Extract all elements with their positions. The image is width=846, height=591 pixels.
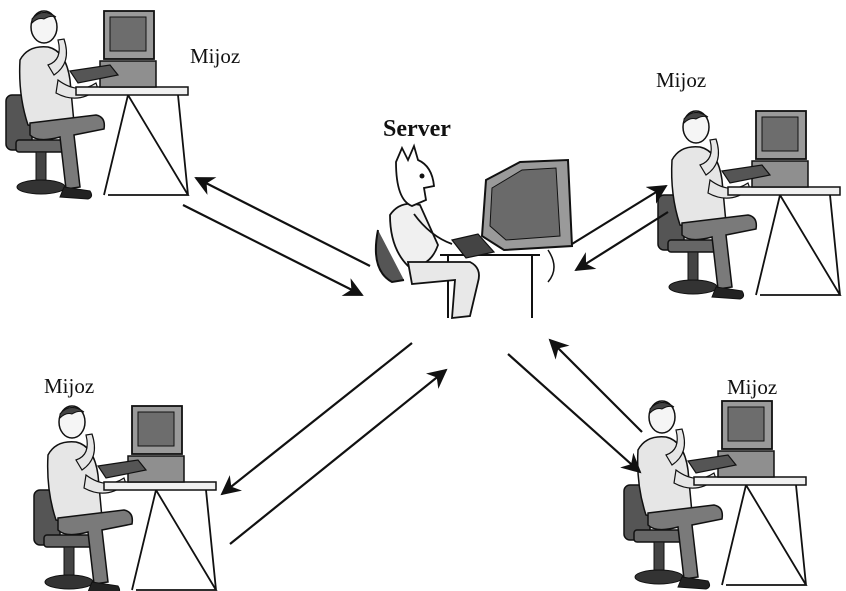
link-top-left <box>182 177 371 296</box>
client-label-top-right: Mijoz <box>656 68 707 92</box>
link-bottom-left <box>220 342 448 545</box>
arrow-to-client-bottom-left <box>220 342 413 496</box>
client-label-bottom-right: Mijoz <box>727 375 778 399</box>
arrow-to-client-bottom-right <box>507 353 642 474</box>
client-workstation-bottom-left <box>33 405 217 591</box>
client-label-top-left: Mijoz <box>190 44 241 68</box>
client-workstation-top-right <box>657 110 841 300</box>
link-top-right <box>571 184 669 272</box>
server-label: Server <box>383 116 451 142</box>
arrow-to-client-top-left <box>194 177 371 267</box>
client-workstation-top-left <box>5 10 189 200</box>
arrow-to-client-top-right <box>571 184 668 245</box>
arrow-to-server-bottom-right <box>548 338 643 433</box>
arrow-to-server-top-right <box>574 211 669 272</box>
arrow-to-server-top-left <box>182 204 364 296</box>
server-workstation <box>374 143 574 320</box>
client-workstation-bottom-right <box>623 400 807 590</box>
client-label-bottom-left: Mijoz <box>44 374 95 398</box>
arrow-to-server-bottom-left <box>229 368 448 545</box>
link-bottom-right <box>507 338 643 474</box>
